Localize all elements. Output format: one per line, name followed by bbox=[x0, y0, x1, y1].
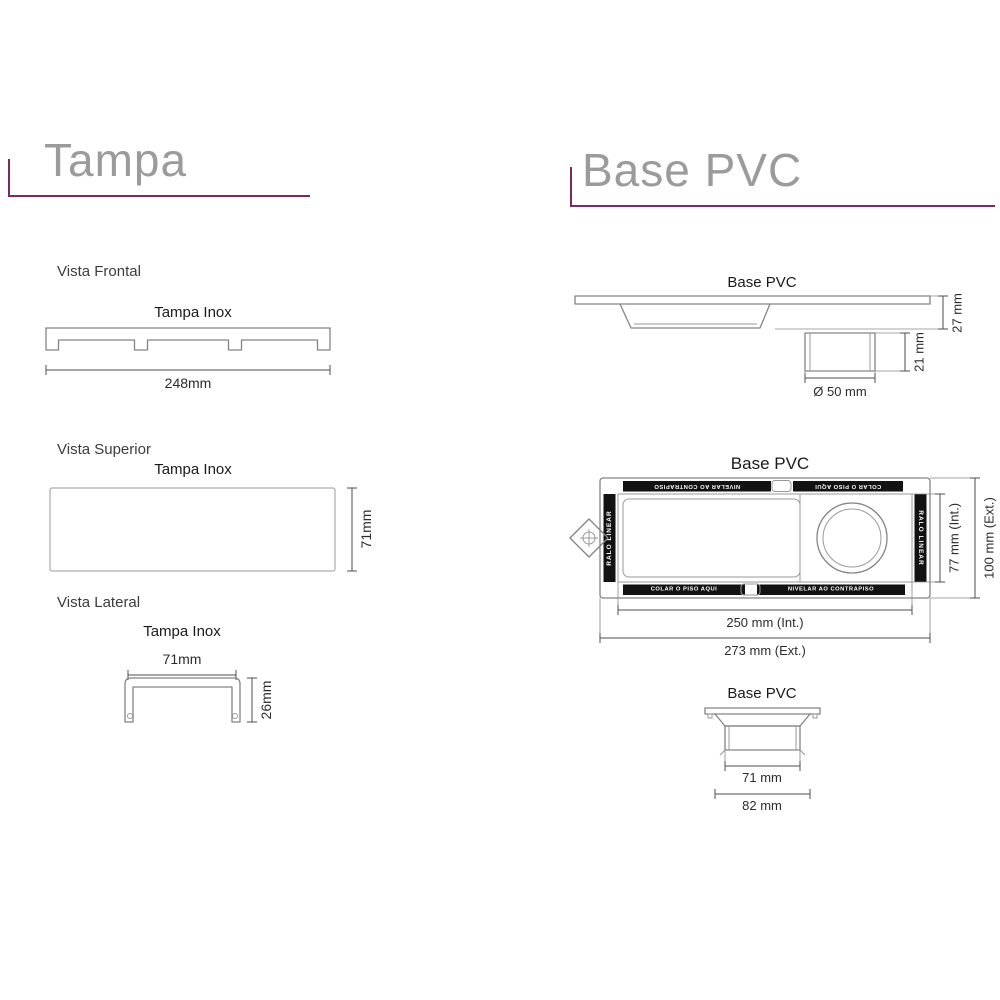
external-width-dimension bbox=[599, 633, 931, 643]
view-label-frontal: Vista Frontal bbox=[57, 263, 141, 280]
tampa-lateral-title: Tampa Inox bbox=[143, 623, 221, 640]
tampa-frontal-profile bbox=[45, 327, 331, 351]
base-side-diameter-dimension bbox=[804, 373, 876, 383]
tampa-lateral-width-label: 71mm bbox=[163, 651, 202, 667]
brand-band-right-text: RALO LINEAR bbox=[917, 510, 924, 565]
tampa-header-rule-vertical bbox=[8, 159, 10, 197]
tampa-superior-plate bbox=[49, 487, 336, 572]
base-side-total-height-dimension bbox=[938, 295, 948, 330]
base-top-channel bbox=[622, 498, 801, 578]
tampa-lateral-clip-left bbox=[127, 713, 133, 719]
base-side-diameter-label: Ø 50 mm bbox=[813, 384, 866, 399]
view-label-superior: Vista Superior bbox=[57, 441, 151, 458]
tampa-superior-height-label: 71mm bbox=[358, 510, 374, 549]
base-side-flange bbox=[574, 295, 931, 305]
base-pvc-header-rule bbox=[570, 205, 995, 207]
front-outer-width-label: 82 mm bbox=[742, 798, 782, 813]
glue-band-top bbox=[793, 481, 903, 492]
brand-band-left-text: RALO LINEAR bbox=[606, 510, 613, 565]
outlet-circle-outer bbox=[816, 502, 888, 574]
internal-width-label: 250 mm (Int.) bbox=[726, 615, 803, 630]
tampa-frontal-width-label: 248mm bbox=[165, 375, 212, 391]
base-front-taper bbox=[714, 713, 811, 727]
tampa-header-rule bbox=[8, 195, 310, 197]
tampa-frontal-drawing: Tampa Inox 248mm bbox=[45, 304, 331, 391]
base-top-inner-frame bbox=[617, 493, 913, 583]
front-inner-width-dimension bbox=[724, 761, 801, 771]
base-side-title: Base PVC bbox=[727, 274, 796, 291]
base-front-body bbox=[724, 725, 801, 751]
view-label-lateral: Vista Lateral bbox=[57, 594, 141, 611]
base-side-tray bbox=[619, 303, 771, 329]
internal-height-dimension bbox=[935, 493, 945, 583]
level-band-bottom-text: NIVELAR AO CONTRAPISO bbox=[788, 587, 874, 593]
outlet-circle-inner bbox=[822, 508, 882, 568]
tampa-section-header: Tampa bbox=[44, 134, 188, 186]
base-front-flange bbox=[704, 707, 821, 715]
tampa-lateral-channel bbox=[124, 677, 241, 723]
base-front-feet bbox=[719, 749, 806, 756]
tampa-superior-height-dimension bbox=[347, 487, 357, 572]
base-pvc-section-header: Base PVC bbox=[582, 144, 803, 196]
base-front-title: Base PVC bbox=[727, 685, 796, 702]
tampa-frontal-width-dimension bbox=[45, 365, 331, 375]
base-front-clip-right bbox=[812, 713, 818, 719]
front-outer-width-dimension bbox=[714, 789, 811, 799]
internal-width-dimension bbox=[617, 605, 913, 615]
base-side-outlet bbox=[804, 332, 876, 372]
base-side-total-height-label: 27 mm bbox=[950, 293, 965, 333]
tampa-lateral-height-dimension bbox=[247, 677, 257, 723]
base-side-outlet-height-dimension bbox=[900, 332, 910, 372]
internal-height-label: 77 mm (Int.) bbox=[947, 503, 962, 573]
level-band-top-text: NIVELAR AO CONTRAPISO bbox=[654, 483, 740, 489]
tampa-superior-drawing: Tampa Inox 71mm bbox=[49, 461, 374, 572]
clip-top bbox=[771, 480, 792, 492]
front-inner-width-label: 71 mm bbox=[742, 770, 782, 785]
external-width-label: 273 mm (Ext.) bbox=[724, 643, 806, 658]
brand-logo-diamond bbox=[569, 518, 609, 558]
level-band-top bbox=[623, 481, 771, 492]
base-top-view-drawing: Base PVC RALO LINEAR RALO LINEAR NIVELAR… bbox=[569, 454, 997, 658]
tampa-lateral-clip-right bbox=[232, 713, 238, 719]
base-top-outer-frame bbox=[599, 477, 931, 599]
tampa-superior-title: Tampa Inox bbox=[154, 461, 232, 478]
tampa-lateral-drawing: Tampa Inox 71mm 26mm bbox=[124, 623, 274, 723]
tampa-frontal-title: Tampa Inox bbox=[154, 304, 232, 321]
brand-band-left bbox=[603, 494, 616, 582]
level-band-bottom bbox=[757, 584, 905, 595]
tampa-lateral-height-label: 26mm bbox=[258, 681, 274, 720]
base-top-title: Base PVC bbox=[731, 454, 809, 473]
glue-band-top-text: COLAR O PISO AQUI bbox=[815, 483, 882, 489]
base-pvc-header-rule-vertical bbox=[570, 167, 572, 207]
external-height-label: 100 mm (Ext.) bbox=[982, 497, 997, 579]
base-side-view-drawing: Base PVC 27 mm 21 mm bbox=[574, 274, 965, 399]
glue-band-bottom-text: COLAR O PISO AQUI bbox=[651, 587, 718, 593]
base-side-outlet-height-label: 21 mm bbox=[912, 332, 927, 372]
external-height-dimension bbox=[970, 477, 980, 599]
base-front-view-drawing: Base PVC 71 mm 82 mm bbox=[704, 685, 821, 813]
brand-band-right bbox=[914, 494, 927, 582]
glue-band-bottom bbox=[623, 584, 745, 595]
clip-bottom bbox=[740, 583, 761, 596]
base-front-clip-left bbox=[707, 713, 713, 719]
